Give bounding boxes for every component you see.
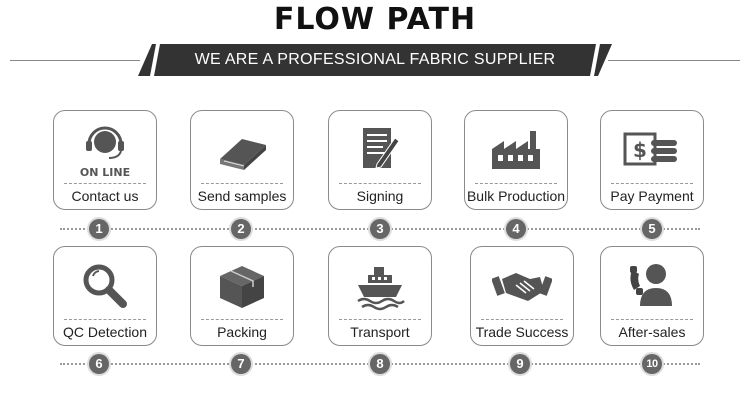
step-card-qc: QC Detection bbox=[53, 246, 157, 346]
step-card-signing: Signing bbox=[328, 110, 432, 210]
divider-left bbox=[10, 60, 140, 61]
step-card-transport: Transport bbox=[328, 246, 432, 346]
step-label: QC Detection bbox=[62, 324, 148, 340]
ribbon-accent-left bbox=[150, 44, 160, 76]
payment-icon: $ bbox=[601, 119, 703, 181]
box-icon bbox=[191, 255, 293, 317]
subtitle-ribbon: WE ARE A PROFESSIONAL FABRIC SUPPLIER bbox=[138, 44, 612, 76]
factory-icon bbox=[465, 119, 567, 181]
step-label: Contact us bbox=[71, 188, 139, 204]
step-card-contact: ON LINE Contact us bbox=[53, 110, 157, 210]
step-number: 6 bbox=[89, 354, 109, 374]
step-label: Pay Payment bbox=[610, 188, 694, 204]
step-number: 2 bbox=[231, 219, 251, 239]
svg-text:$: $ bbox=[633, 138, 647, 162]
step-label: Transport bbox=[350, 324, 410, 340]
handshake-icon bbox=[471, 255, 573, 317]
step-number: 5 bbox=[642, 219, 662, 239]
fabric-roll-icon bbox=[191, 119, 293, 181]
page-title: FLOW PATH bbox=[273, 2, 477, 37]
magnifier-icon bbox=[54, 255, 156, 317]
subtitle-banner: WE ARE A PROFESSIONAL FABRIC SUPPLIER bbox=[0, 40, 750, 80]
step-card-samples: Send samples bbox=[190, 110, 294, 210]
step-label: Send samples bbox=[197, 188, 287, 204]
step-number: 1 bbox=[89, 219, 109, 239]
step-number: 8 bbox=[370, 354, 390, 374]
divider-right bbox=[608, 60, 740, 61]
ship-icon bbox=[329, 255, 431, 317]
step-card-success: Trade Success bbox=[470, 246, 574, 346]
support-person-icon bbox=[601, 255, 703, 317]
contract-pen-icon bbox=[329, 119, 431, 181]
step-number: 4 bbox=[506, 219, 526, 239]
step-label: Bulk Production bbox=[466, 188, 566, 204]
headset-icon: ON LINE bbox=[54, 119, 156, 181]
step-label: Trade Success bbox=[475, 324, 569, 340]
svg-text:ON LINE: ON LINE bbox=[80, 166, 130, 179]
step-number: 10 bbox=[642, 354, 662, 374]
subtitle-text: WE ARE A PROFESSIONAL FABRIC SUPPLIER bbox=[194, 51, 556, 68]
step-card-aftersales: After-sales bbox=[600, 246, 704, 346]
step-number: 7 bbox=[231, 354, 251, 374]
step-label: Signing bbox=[356, 188, 404, 204]
step-number: 3 bbox=[370, 219, 390, 239]
step-card-payment: $ Pay Payment bbox=[600, 110, 704, 210]
step-label: After-sales bbox=[618, 324, 686, 340]
step-label: Packing bbox=[217, 324, 267, 340]
ribbon-accent-right bbox=[590, 44, 600, 76]
step-card-packing: Packing bbox=[190, 246, 294, 346]
step-card-production: Bulk Production bbox=[464, 110, 568, 210]
step-number: 9 bbox=[510, 354, 530, 374]
